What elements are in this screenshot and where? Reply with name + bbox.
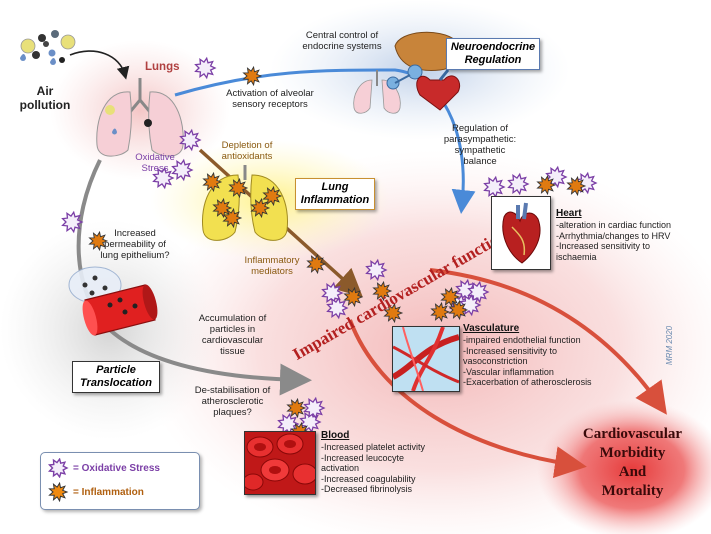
oxidative-stress-symbol-icon xyxy=(321,281,344,305)
legend-row-oxidative: = Oxidative Stress xyxy=(47,457,160,479)
heart-image xyxy=(491,196,551,270)
inflammation-symbol-icon xyxy=(306,253,327,275)
vasculature-line: -Exacerbation of atherosclerosis xyxy=(463,377,592,387)
oxidative-stress-label: Oxidative Stress xyxy=(135,152,175,174)
inflammation-symbol-icon xyxy=(262,185,283,207)
vasculature-title: Vasculature xyxy=(463,323,520,334)
air-pollution-label: Air pollution xyxy=(19,84,71,112)
oxidative-stress-symbol-icon xyxy=(326,296,349,320)
heart-line: -Arrhythmia/changes to HRV xyxy=(556,230,671,241)
oxidative-stress-symbol-icon xyxy=(179,128,202,152)
oxidative-stress-symbol-icon xyxy=(61,210,84,234)
orange-starburst-icon xyxy=(48,482,69,502)
legend: = Oxidative Stress = Inflammation xyxy=(40,452,200,510)
depletion-label: Depletion of antioxidants xyxy=(221,140,273,162)
accumulation-label: Accumulation of particles in cardiovascu… xyxy=(198,313,267,357)
legend-row-inflammation: = Inflammation xyxy=(47,481,144,503)
blood-title: Blood xyxy=(321,430,350,441)
legend-inflammation-label: = Inflammation xyxy=(73,486,144,498)
inflammation-symbol-icon xyxy=(566,175,587,197)
inflammation-symbol-icon xyxy=(383,302,404,324)
lung-inflammation-box: Lung Inflammation xyxy=(295,178,375,210)
blood-line: -Decreased fibrinolysis xyxy=(321,484,413,494)
lungs-icon xyxy=(96,78,184,157)
blood-line: -Increased coagulability xyxy=(321,473,416,484)
blood-line: activation xyxy=(321,463,360,473)
signature-label: MRM 2020 xyxy=(665,325,674,365)
inflammation-symbol-icon xyxy=(242,65,263,87)
oxidative-stress-symbol-icon xyxy=(171,158,194,182)
oxidative-stress-symbol-icon xyxy=(365,258,388,282)
lungs-label: Lungs xyxy=(145,61,180,73)
inflammation-symbol-icon xyxy=(202,171,223,193)
inflammation-symbol-icon xyxy=(222,207,243,229)
vasculature-line: -Vascular inflammation xyxy=(463,366,554,377)
vasculature-line: vasoconstriction xyxy=(463,356,528,366)
heart-line: -alteration in cardiac function xyxy=(556,220,672,230)
central-control-label: Central control of endocrine systems xyxy=(302,30,382,52)
blood-vessel-icon xyxy=(68,266,158,336)
vasculature-line: -Increased sensitivity to xyxy=(463,345,558,356)
regulation-label: Regulation of parasympathetic: sympathet… xyxy=(443,123,517,167)
particle-translocation-box: Particle Translocation xyxy=(72,361,160,393)
inflammatory-mediators-label: Inflammatory mediators xyxy=(244,255,300,277)
oxidative-stress-symbol-icon xyxy=(194,56,217,80)
inflammation-symbol-icon xyxy=(212,197,233,219)
purple-starburst-icon xyxy=(47,458,69,478)
inflammation-symbol-icon xyxy=(448,299,469,321)
activation-label: Activation of alveolar sensory receptors xyxy=(226,88,314,110)
vasculature-image xyxy=(392,326,460,392)
inflammation-symbol-icon xyxy=(250,197,271,219)
oxidative-stress-symbol-icon xyxy=(467,280,490,304)
neuroendocrine-box: Neuroendocrine Regulation xyxy=(446,38,540,70)
neuro-organs-icon xyxy=(353,31,463,114)
oxidative-stress-symbol-icon xyxy=(152,166,175,190)
inflammation-symbol-icon xyxy=(536,174,557,196)
inflammation-symbol-icon xyxy=(286,397,307,419)
destabilisation-label: De-stabilisation of atherosclerotic plaq… xyxy=(194,385,271,418)
inflammation-symbol-icon xyxy=(88,230,109,252)
heart-title: Heart xyxy=(556,208,582,219)
oxidative-stress-symbol-icon xyxy=(507,172,530,196)
vasculature-panel: Vasculature -impaired endothelial functi… xyxy=(463,323,623,388)
vasculature-line: -impaired endothelial function xyxy=(463,335,581,345)
blood-line: -Increased platelet activity xyxy=(321,442,426,452)
blood-panel: Blood -Increased platelet activity -Incr… xyxy=(321,430,471,495)
heart-line: ischaemia xyxy=(556,251,597,262)
oxidative-stress-symbol-icon xyxy=(483,175,506,199)
heart-panel: Heart -alteration in cardiac function -A… xyxy=(556,208,706,262)
legend-oxidative-label: = Oxidative Stress xyxy=(73,462,160,474)
oxidative-stress-symbol-icon xyxy=(303,396,326,420)
inflammation-symbol-icon xyxy=(343,286,364,308)
inflammation-symbol-icon xyxy=(440,286,461,308)
outcome-label: Cardiovascular Morbidity And Mortality xyxy=(582,426,683,499)
heart-line: -Increased sensitivity to xyxy=(556,241,651,251)
permeability-label: Increased permeability of lung epitheliu… xyxy=(100,228,170,261)
inflammation-symbol-icon xyxy=(372,280,393,302)
pollution-particles-icon xyxy=(20,30,76,65)
blood-cells-image xyxy=(244,431,316,495)
inflammation-symbol-icon xyxy=(228,177,249,199)
blood-line: -Increased leucocyte xyxy=(321,452,405,463)
inflammation-symbol-icon xyxy=(430,301,451,323)
